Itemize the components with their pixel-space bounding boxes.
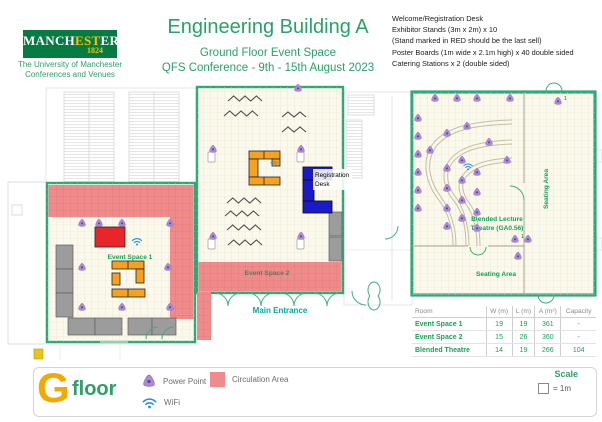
legend-circulation: Circulation Area [210,372,288,387]
logo-brand-text: MANCHESTER [23,33,120,48]
furniture-blocks-es1 [55,244,177,336]
main-entrance-doors [214,225,399,311]
legend-wifi-label: WiFi [164,398,180,407]
furniture-blocks-es2 [328,211,343,262]
circulation-area-es2 [197,262,342,340]
legend-circulation-label: Circulation Area [232,375,289,384]
table-cell: 361 [534,317,561,331]
table-cell: 19 [511,317,535,331]
setup-note-line: Poster Boards (1m wide x 2.1m high) x 40… [392,47,574,57]
wall-outlet-boxes [207,151,305,250]
logo-subtitle: The University of Manchester Conferences… [17,60,123,79]
scale-square-icon [538,383,549,394]
floor-word: floor [72,378,117,400]
setup-note-line: (Stand marked in RED should be the last … [392,36,542,46]
event-space-1-label: Event Space 1 [108,254,153,261]
main-entrance-label: Main Entrance [253,306,308,315]
exhibitor-stands-es1 [111,260,146,298]
theatre-inner-walls [412,92,525,295]
power-count-badge-bottom: 1 [521,234,524,240]
page-title: Engineering Building A [167,16,369,38]
scale-unit-label: = 1m [553,384,572,393]
table-header-cell: L (m) [511,306,535,318]
university-logo: MANCHESTER 1824 [23,30,120,58]
registration-desk: Registration Desk [302,166,352,214]
event-space-2-room: Registration Desk Event Space 2 Main Ent… [195,85,399,340]
table-cell: 14 [485,343,513,357]
table-cell: 104 [560,343,596,357]
table-cell: 15 [485,330,513,344]
table-header-cell: W (m) [485,306,513,318]
table-cell: 360 [534,330,561,344]
setup-note-line: Catering Stations x 2 (double sided) [392,58,510,68]
setup-note-line: Exhibitor Stands (3m x 2m) x 10 [392,25,498,35]
legend-power-label: Power Point [163,376,207,386]
circulation-area-es1 [48,185,194,319]
table-cell: Blended Theatre [412,343,487,357]
theatre-label-line2: Theatre (GA0.56) [471,225,524,232]
registration-desk-label-line1: Registration [315,172,350,179]
red-exhibitor-stand [94,226,126,248]
table-cell: Event Space 1 [412,317,487,331]
logo-year: 1824 [87,46,103,55]
legend-power-point: Power Point [142,374,206,388]
table-header-cell: A (m²) [534,306,561,318]
legend-wifi: WiFi [142,396,180,409]
wifi-icon [142,398,157,409]
power-point-icon [142,374,156,388]
registration-desk-label-line2: Desk [315,181,330,188]
theatre-label-line1: Blended Lecture [471,216,523,223]
scale-title: Scale [554,369,578,379]
event-space-2-label: Event Space 2 [245,270,290,277]
table-cell: Event Space 2 [412,330,487,344]
page-subtitle: Ground Floor Event Space QFS Conference … [161,47,375,74]
circulation-swatch [210,372,225,387]
blended-lecture-theatre-room: Blended Lecture Theatre (GA0.56) Seating… [410,82,597,304]
seating-area-bottom-label: Seating Area [476,271,516,278]
table-header-cell: Capacity [560,306,596,318]
power-point-icon [294,83,302,92]
table-cell: 19 [511,343,535,357]
setup-note-line: Welcome/Registration Desk [392,14,484,23]
theatre-doors [469,82,563,304]
exhibitor-stands-es2 [248,150,281,186]
table-header-cell: Room [412,306,487,318]
table-cell: - [560,317,596,331]
power-count-badge-top: 1 [564,96,567,102]
background-yellow-marker [33,348,44,360]
event-space-1-room: Event Space 1 [45,181,197,344]
scale-key: = 1m [538,383,571,394]
table-cell: - [560,330,596,344]
door-arcs-es1 [100,326,175,343]
table-cell: 26 [511,330,535,344]
seating-area-side-label: Seating Area [543,169,550,209]
table-cell: 19 [485,317,513,331]
floor-letter: G [37,364,70,411]
background-building-outline [7,87,602,360]
table-cell: 266 [534,343,561,357]
legend-panel [33,367,597,417]
